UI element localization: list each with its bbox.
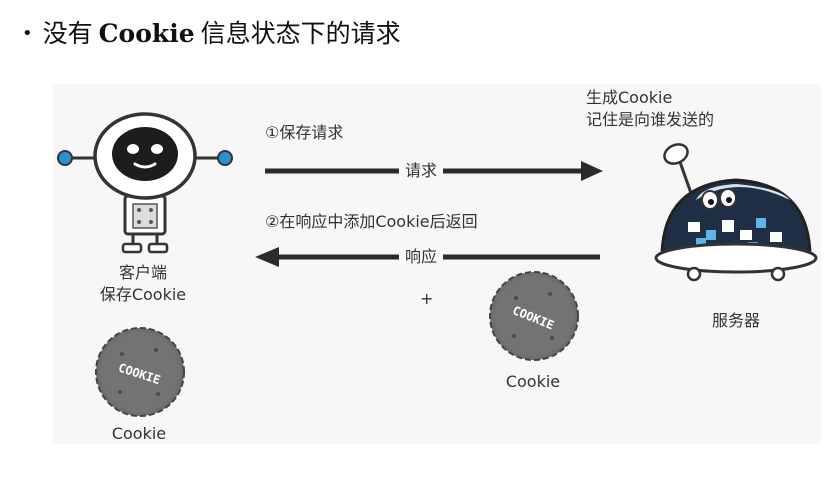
server-robot [654, 143, 818, 282]
client-cookie-label: Cookie [111, 424, 167, 443]
response-arrow-label: 响应 [399, 247, 444, 267]
client-cookie: COOKIE [95, 327, 185, 417]
bullet: • [22, 23, 33, 44]
title-prefix: 没有 [42, 19, 93, 48]
plus-sign: + [420, 289, 434, 308]
client-label-line2: 保存Cookie [99, 285, 187, 304]
title-suffix: 信息状态下的请求 [200, 19, 401, 48]
server-label: 服务器 [711, 311, 760, 330]
client-robot [57, 112, 233, 254]
title-keyword: Cookie [98, 19, 195, 48]
response-cookie-label: Cookie [505, 372, 561, 391]
request-arrow-label: 请求 [399, 161, 444, 181]
server-note: 生成Cookie 记住是向谁发送的 [586, 87, 714, 131]
response-cookie: COOKIE [489, 271, 579, 361]
client-label: 客户端 保存Cookie [88, 262, 198, 306]
server-note-line2: 记住是向谁发送的 [586, 110, 715, 129]
server-note-line1: 生成Cookie [586, 88, 673, 107]
client-label-line1: 客户端 [118, 263, 167, 282]
response-step-label: ②在响应中添加Cookie后返回 [265, 212, 478, 231]
request-step-label: ①保存请求 [265, 123, 344, 142]
